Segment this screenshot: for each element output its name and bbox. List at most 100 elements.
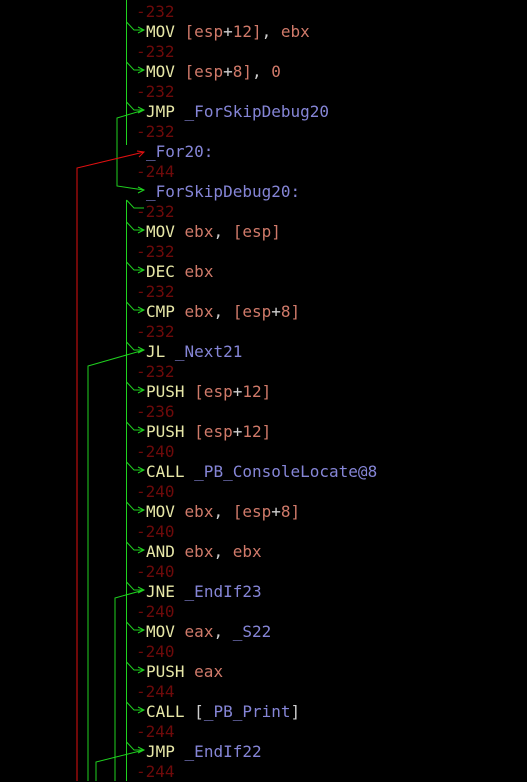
instruction-row[interactable]: JL _Next21 bbox=[146, 342, 242, 362]
stack-depth: -244 bbox=[136, 762, 175, 781]
punctuation: , bbox=[213, 302, 233, 321]
operand: ebx bbox=[184, 302, 214, 321]
mnemonic: MOV bbox=[146, 62, 175, 81]
operand: [esp bbox=[194, 382, 233, 401]
stack-depth: -240 bbox=[136, 562, 175, 581]
mnemonic: MOV bbox=[146, 622, 175, 641]
stack-depth: -240 bbox=[136, 442, 175, 461]
operand: eax bbox=[194, 662, 224, 681]
operand: [esp] bbox=[232, 222, 281, 241]
label-name: _ForSkipDebug20: bbox=[146, 182, 301, 201]
operand: [esp bbox=[184, 62, 224, 81]
operand: [esp bbox=[194, 422, 233, 441]
stack-depth: -244 bbox=[136, 722, 175, 741]
operand: ebx bbox=[184, 222, 214, 241]
operand: [esp bbox=[232, 302, 272, 321]
instruction-row[interactable]: PUSH [esp+12] bbox=[146, 422, 271, 442]
symbol-operand: _ForSkipDebug20 bbox=[184, 102, 330, 121]
symbol-operand: _EndIf22 bbox=[184, 742, 262, 761]
instruction-row[interactable]: PUSH [esp+12] bbox=[146, 382, 271, 402]
stack-depth: -232 bbox=[136, 282, 175, 301]
stack-depth: -232 bbox=[136, 242, 175, 261]
stack-depth: -244 bbox=[136, 162, 175, 181]
instruction-row[interactable]: MOV eax, _S22 bbox=[146, 622, 271, 642]
instruction-row[interactable]: PUSH eax bbox=[146, 662, 223, 682]
stack-depth: -232 bbox=[136, 202, 175, 221]
instruction-row[interactable]: DEC ebx bbox=[146, 262, 213, 282]
operand: ebx bbox=[280, 22, 310, 41]
instruction-row[interactable]: CALL [_PB_Print] bbox=[146, 702, 300, 722]
punctuation: , bbox=[213, 222, 233, 241]
punctuation: + bbox=[223, 22, 233, 41]
punctuation: , bbox=[213, 542, 233, 561]
label-name: _For20: bbox=[146, 142, 214, 161]
punctuation: , bbox=[261, 22, 281, 41]
punctuation: ] bbox=[290, 702, 301, 721]
mnemonic: CALL bbox=[146, 462, 185, 481]
operand: ebx bbox=[184, 262, 214, 281]
mnemonic: MOV bbox=[146, 222, 175, 241]
operand: 12] bbox=[232, 22, 262, 41]
mnemonic: CALL bbox=[146, 702, 185, 721]
operand: ebx bbox=[232, 542, 262, 561]
punctuation: + bbox=[271, 302, 281, 321]
mnemonic: PUSH bbox=[146, 662, 185, 681]
instruction-row[interactable]: MOV [esp+8], 0 bbox=[146, 62, 281, 82]
symbol-operand: _PB_Print bbox=[203, 702, 291, 721]
instruction-row[interactable]: MOV ebx, [esp] bbox=[146, 222, 281, 242]
mnemonic: JMP bbox=[146, 742, 175, 761]
operand: [esp bbox=[184, 22, 224, 41]
jump-line-endif23 bbox=[114, 589, 145, 781]
instruction-row[interactable]: JNE _EndIf23 bbox=[146, 582, 262, 602]
operand: ebx bbox=[184, 502, 214, 521]
instruction-row[interactable]: CMP ebx, [esp+8] bbox=[146, 302, 300, 322]
instruction-row[interactable]: AND ebx, ebx bbox=[146, 542, 262, 562]
stack-depth: -240 bbox=[136, 482, 175, 501]
instruction-row[interactable]: CALL _PB_ConsoleLocate@8 bbox=[146, 462, 377, 482]
mnemonic: PUSH bbox=[146, 382, 185, 401]
stack-depth: -232 bbox=[136, 82, 175, 101]
punctuation: [ bbox=[194, 702, 204, 721]
operand: 8] bbox=[280, 302, 301, 321]
punctuation: + bbox=[223, 62, 233, 81]
operand: 0 bbox=[271, 62, 281, 81]
stack-depth: -232 bbox=[136, 362, 175, 381]
operand: 8] bbox=[280, 502, 301, 521]
mnemonic: MOV bbox=[146, 22, 175, 41]
jump-line-forskipdebug bbox=[116, 109, 145, 191]
mnemonic: CMP bbox=[146, 302, 175, 321]
mnemonic: DEC bbox=[146, 262, 175, 281]
stack-depth: -244 bbox=[136, 682, 175, 701]
instruction-row[interactable]: JMP _EndIf22 bbox=[146, 742, 262, 762]
stack-depth: -240 bbox=[136, 522, 175, 541]
punctuation: + bbox=[232, 382, 243, 401]
punctuation: + bbox=[232, 422, 243, 441]
instruction-row[interactable]: MOV ebx, [esp+8] bbox=[146, 502, 300, 522]
symbol-operand: _Next21 bbox=[174, 342, 243, 361]
stack-depth: -232 bbox=[136, 42, 175, 61]
mnemonic: AND bbox=[146, 542, 175, 561]
code-label[interactable]: _For20: bbox=[146, 142, 213, 162]
mnemonic: MOV bbox=[146, 502, 175, 521]
jump-line-next21 bbox=[87, 349, 145, 781]
punctuation: + bbox=[271, 502, 281, 521]
instruction-row[interactable]: JMP _ForSkipDebug20 bbox=[146, 102, 329, 122]
operand: 12] bbox=[242, 422, 272, 441]
mnemonic: JMP bbox=[146, 102, 175, 121]
operand: [esp bbox=[232, 502, 272, 521]
punctuation: , bbox=[213, 622, 233, 641]
mnemonic: PUSH bbox=[146, 422, 185, 441]
punctuation: , bbox=[251, 62, 272, 81]
symbol-operand: _S22 bbox=[232, 622, 272, 641]
mnemonic: JNE bbox=[146, 582, 175, 601]
operand: 12] bbox=[242, 382, 272, 401]
stack-depth: -236 bbox=[136, 402, 175, 421]
flow-arrows bbox=[126, 21, 146, 714]
code-label[interactable]: _ForSkipDebug20: bbox=[146, 182, 300, 202]
operand: ebx bbox=[184, 542, 214, 561]
stack-depth: -240 bbox=[136, 602, 175, 621]
instruction-row[interactable]: MOV [esp+12], ebx bbox=[146, 22, 310, 42]
jump-line-endif22 bbox=[95, 749, 145, 781]
